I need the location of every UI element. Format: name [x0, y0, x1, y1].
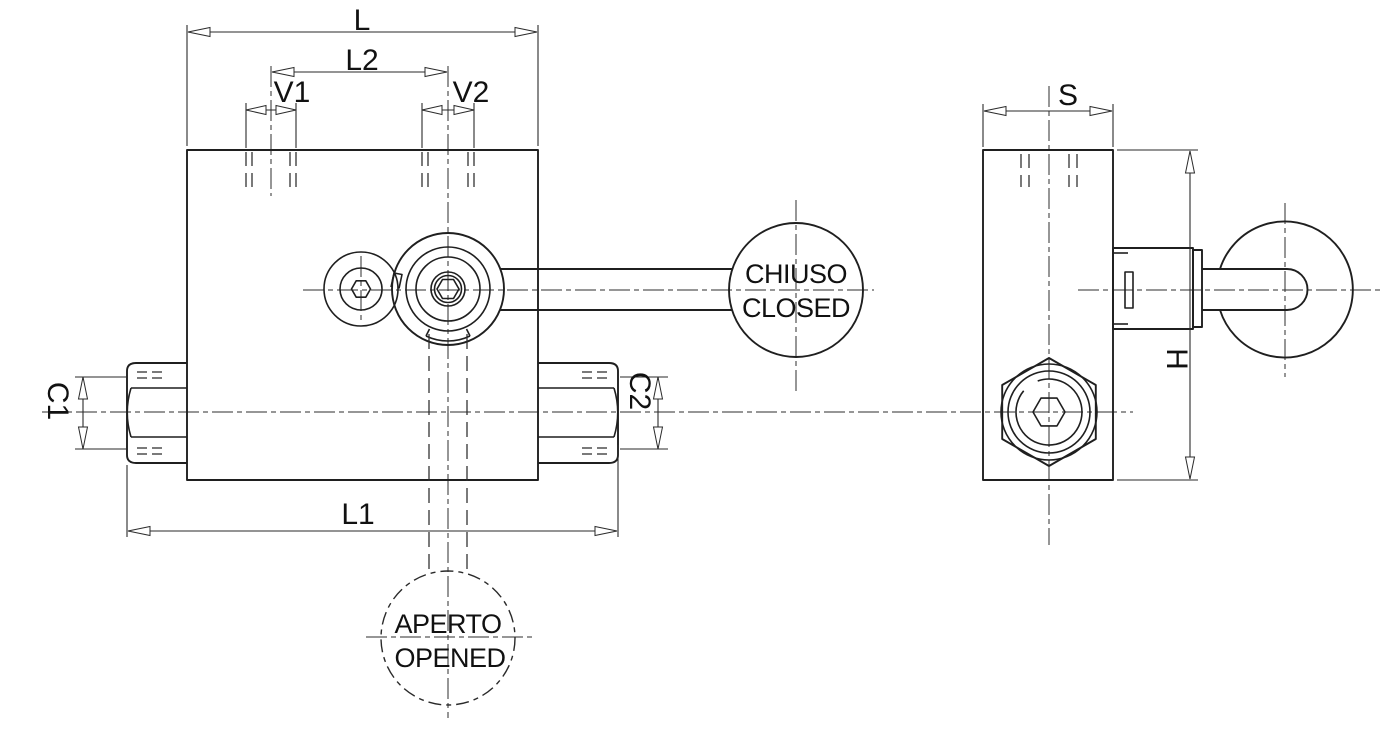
lever-handle	[500, 268, 732, 311]
stem-flange	[1192, 249, 1203, 328]
dim-V2: V2	[421, 76, 490, 148]
top-port-v1-hidden-lines	[245, 152, 297, 193]
dim-L: L	[186, 4, 539, 146]
dim-S: S	[982, 79, 1114, 147]
dim-label-L: L	[354, 4, 371, 37]
closed-label-it: CHIUSO	[745, 259, 847, 289]
dim-L1: L1	[126, 445, 619, 537]
actuator-side	[1112, 220, 1354, 359]
valve-stem	[390, 232, 505, 346]
hex-plug-end-view	[1000, 357, 1098, 467]
valve-body-front	[186, 149, 539, 481]
phantom-lever-opened	[428, 334, 468, 570]
center-lines	[42, 66, 1384, 718]
dim-label-L1: L1	[341, 498, 374, 531]
bleed-screw	[323, 251, 399, 327]
opened-label-it: APERTO	[394, 609, 501, 639]
dim-C1: C1	[41, 376, 128, 450]
side-view	[982, 149, 1354, 481]
side-port-right	[538, 362, 619, 464]
front-view	[126, 149, 864, 706]
dim-label-V2: V2	[453, 76, 490, 109]
dim-V1: V1	[245, 76, 311, 148]
closed-label-en: CLOSED	[742, 293, 850, 323]
opened-position-balloon	[380, 570, 516, 706]
dim-label-V1: V1	[274, 76, 311, 109]
lever-end-cap	[1286, 268, 1309, 311]
opened-label-en: OPENED	[394, 643, 505, 673]
dim-label-C1: C1	[41, 382, 74, 420]
dim-label-C2: C2	[623, 372, 656, 410]
top-port-hidden-lines-side	[1020, 154, 1078, 187]
side-port-left	[126, 362, 187, 464]
stem-step	[1124, 271, 1134, 309]
dim-label-H: H	[1160, 348, 1193, 370]
position-labels: CHIUSO CLOSED APERTO OPENED	[394, 259, 850, 673]
lever-knob-circle	[1219, 220, 1354, 359]
dim-H: H	[1117, 149, 1198, 481]
dim-label-S: S	[1058, 79, 1078, 112]
hex-socket-icon	[436, 278, 460, 300]
dim-label-L2: L2	[345, 44, 378, 77]
hex-socket-icon	[1032, 397, 1066, 427]
dim-L2: L2	[271, 44, 448, 78]
dim-C2: C2	[620, 372, 668, 450]
thread-arc	[1015, 378, 1083, 446]
hex-socket-icon	[350, 279, 372, 299]
stop-tab	[390, 272, 403, 289]
dimensions: L L2 V1 V2 C1 C2	[41, 4, 1198, 537]
closed-position-balloon	[728, 222, 864, 358]
top-port-v2-hidden-lines	[421, 152, 475, 193]
